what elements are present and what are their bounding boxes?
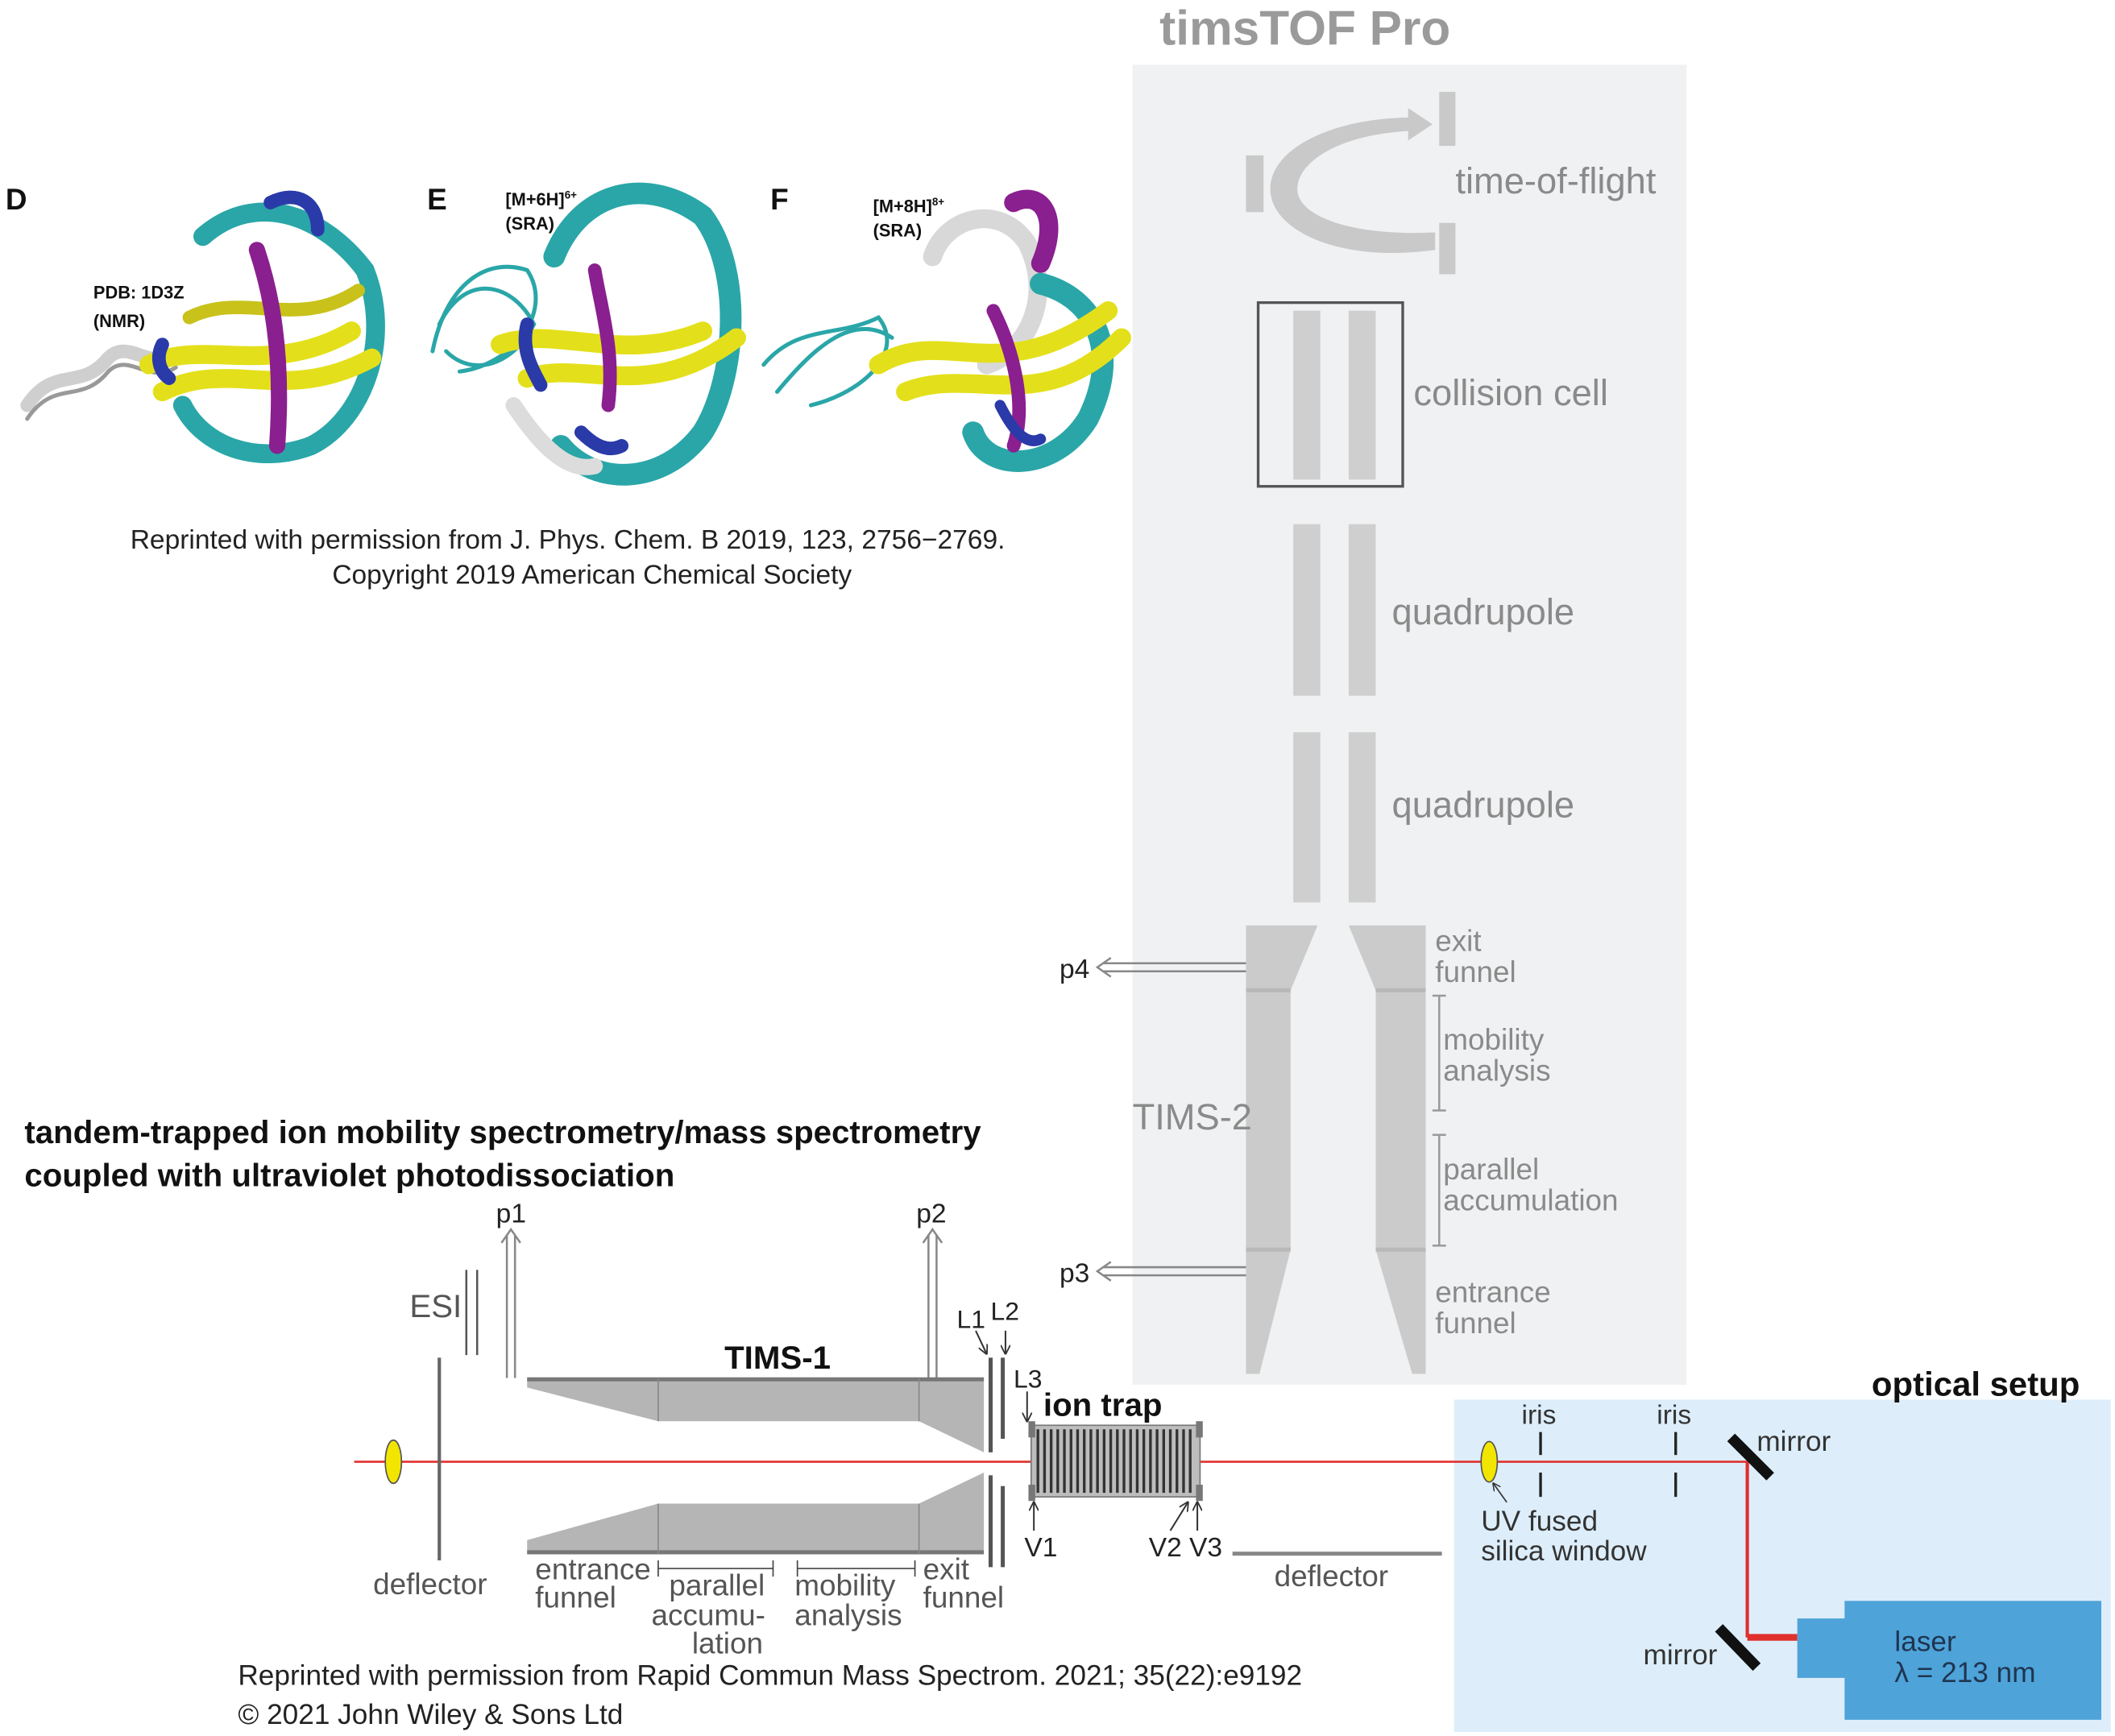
tims2-exit-funnel-label-1: exit — [1435, 925, 1481, 958]
l2-label: L2 — [990, 1296, 1018, 1325]
tims2-parallel-label-1: parallel — [1443, 1153, 1539, 1186]
esi-label: ESI — [409, 1288, 462, 1324]
pump-port-p1 — [500, 1227, 521, 1378]
quadrupole-rod — [1293, 524, 1321, 696]
tof-icon — [1246, 92, 1456, 275]
tims1-parallel-label-1: parallel — [669, 1569, 765, 1602]
tims2-entrance-funnel-label-1: entrance — [1435, 1276, 1551, 1309]
credit-top-line1: Reprinted with permission from J. Phys. … — [131, 525, 1006, 555]
window-label-2: silica window — [1481, 1535, 1647, 1567]
tof-label: time-of-flight — [1455, 160, 1656, 201]
collision-cell-box — [1256, 300, 1404, 488]
laser-label: laser — [1894, 1626, 1956, 1657]
l3-label: L3 — [1014, 1364, 1042, 1393]
p4-label: p4 — [1060, 955, 1089, 984]
quadrupole-rod — [1348, 731, 1376, 903]
lens-arrows — [975, 1330, 1027, 1421]
bracket-parallel — [1432, 1133, 1446, 1247]
tims2-exit-funnel-label-2: funnel — [1435, 955, 1516, 988]
tims1-exit-funnel-label-1: exit — [923, 1552, 969, 1585]
trap-arrows — [1034, 1502, 1197, 1531]
protein-panel-e: E [M+6H]6+ (SRA) — [427, 182, 746, 486]
v1-label: V1 — [1024, 1533, 1057, 1563]
collision-cell-rod — [1293, 310, 1321, 480]
tims2-parallel-label-2: accumulation — [1443, 1184, 1618, 1217]
protein-panel-f: F [M+8H]8+ (SRA) — [761, 183, 1131, 472]
deflector-right-label: deflector — [1275, 1560, 1388, 1593]
tims1-exit-funnel-label-2: funnel — [923, 1581, 1004, 1614]
panel-label-line2: (SRA) — [873, 220, 923, 240]
collision-cell-label: collision cell — [1413, 372, 1608, 413]
ion-trap-label: ion trap — [1043, 1387, 1163, 1423]
protein-structure-image — [20, 190, 385, 464]
laser-wavelength: λ = 213 nm — [1894, 1657, 2035, 1688]
panel-label-line2: (SRA) — [505, 213, 554, 234]
l1-label: L1 — [957, 1305, 985, 1334]
iris-label-2: iris — [1657, 1401, 1691, 1431]
quadrupole-rod — [1293, 731, 1321, 903]
mirror-icon — [1715, 1624, 1761, 1672]
tims2-device — [1246, 925, 1426, 1374]
tims1-mobility-label-2: analysis — [794, 1598, 902, 1631]
tims2-entrance-funnel-label-2: funnel — [1435, 1307, 1516, 1340]
bracket-mobility — [796, 1560, 916, 1577]
panel-letter: E — [427, 183, 447, 216]
tims2-mobility-label-2: analysis — [1443, 1054, 1550, 1088]
lens-icon — [384, 1439, 403, 1485]
protein-panel-d: D PDB: 1D3Z (NMR) — [6, 183, 385, 464]
iris-label-1: iris — [1522, 1401, 1557, 1431]
tims2-mobility-label-1: mobility — [1443, 1023, 1545, 1056]
window-label-1: UV fused — [1481, 1506, 1598, 1537]
mirror-icon — [1727, 1433, 1774, 1481]
timstof-title: timsTOF Pro — [1159, 0, 1450, 55]
tims1-entrance-funnel-label-1: entrance — [535, 1552, 651, 1585]
mirror-label-1: mirror — [1756, 1426, 1831, 1457]
credit-top-line2: Copyright 2019 American Chemical Society — [332, 560, 852, 590]
main-title-line1: tandem-trapped ion mobility spectrometry… — [24, 1114, 981, 1150]
tims1-mobility-label-1: mobility — [794, 1569, 896, 1602]
quadrupole-rod — [1348, 524, 1376, 696]
credit-bottom-line2: © 2021 John Wiley & Sons Ltd — [238, 1699, 623, 1730]
ion-trap — [1028, 1421, 1203, 1502]
pump-port-p2 — [922, 1227, 943, 1378]
protein-structure-image — [430, 182, 746, 486]
tims2-label: TIMS-2 — [1133, 1096, 1252, 1137]
pump-port-p4 — [1095, 956, 1246, 978]
panel-label-line2: (NMR) — [93, 311, 145, 331]
panel-label-line1: PDB: 1D3Z — [93, 283, 185, 303]
bracket-parallel — [657, 1560, 774, 1577]
mirror-label-2: mirror — [1643, 1639, 1717, 1671]
panel-letter: F — [770, 183, 789, 216]
tims1-parallel-label-3: lation — [692, 1627, 763, 1660]
quadrupole-label-1: quadrupole — [1392, 591, 1575, 632]
laser-device — [1797, 1601, 2102, 1720]
credit-bottom-line1: Reprinted with permission from Rapid Com… — [238, 1659, 1302, 1691]
main-title-line2: coupled with ultraviolet photodissociati… — [24, 1157, 674, 1193]
p2-label: p2 — [916, 1199, 946, 1229]
bracket-mobility — [1432, 994, 1446, 1112]
deflector-left-label: deflector — [373, 1568, 487, 1601]
quadrupole-label-2: quadrupole — [1392, 785, 1575, 826]
protein-structure-image — [761, 189, 1131, 472]
panel-label-line1: [M+6H]6+ — [505, 189, 577, 209]
tims1-title: TIMS-1 — [724, 1340, 831, 1376]
v2-v3-label: V2 V3 — [1149, 1533, 1222, 1563]
timstof-panel: timsTOF Pro time-of-flight collision cel… — [1132, 0, 1687, 1385]
tims1-device — [527, 1377, 985, 1555]
panel-label-line1: [M+8H]8+ — [873, 196, 945, 216]
panel-letter: D — [6, 183, 27, 216]
lens-plates — [988, 1357, 1006, 1568]
p3-label: p3 — [1060, 1259, 1089, 1289]
optical-setup-title: optical setup — [1872, 1365, 2080, 1402]
tims1-parallel-label-2: accumu- — [652, 1598, 765, 1631]
p1-label: p1 — [496, 1199, 526, 1229]
uv-window-lens-icon — [1480, 1440, 1499, 1483]
tims1-entrance-funnel-label-2: funnel — [535, 1581, 616, 1614]
collision-cell-rod — [1348, 310, 1376, 480]
window-arrow — [1493, 1483, 1507, 1503]
pump-port-p3 — [1095, 1261, 1246, 1282]
